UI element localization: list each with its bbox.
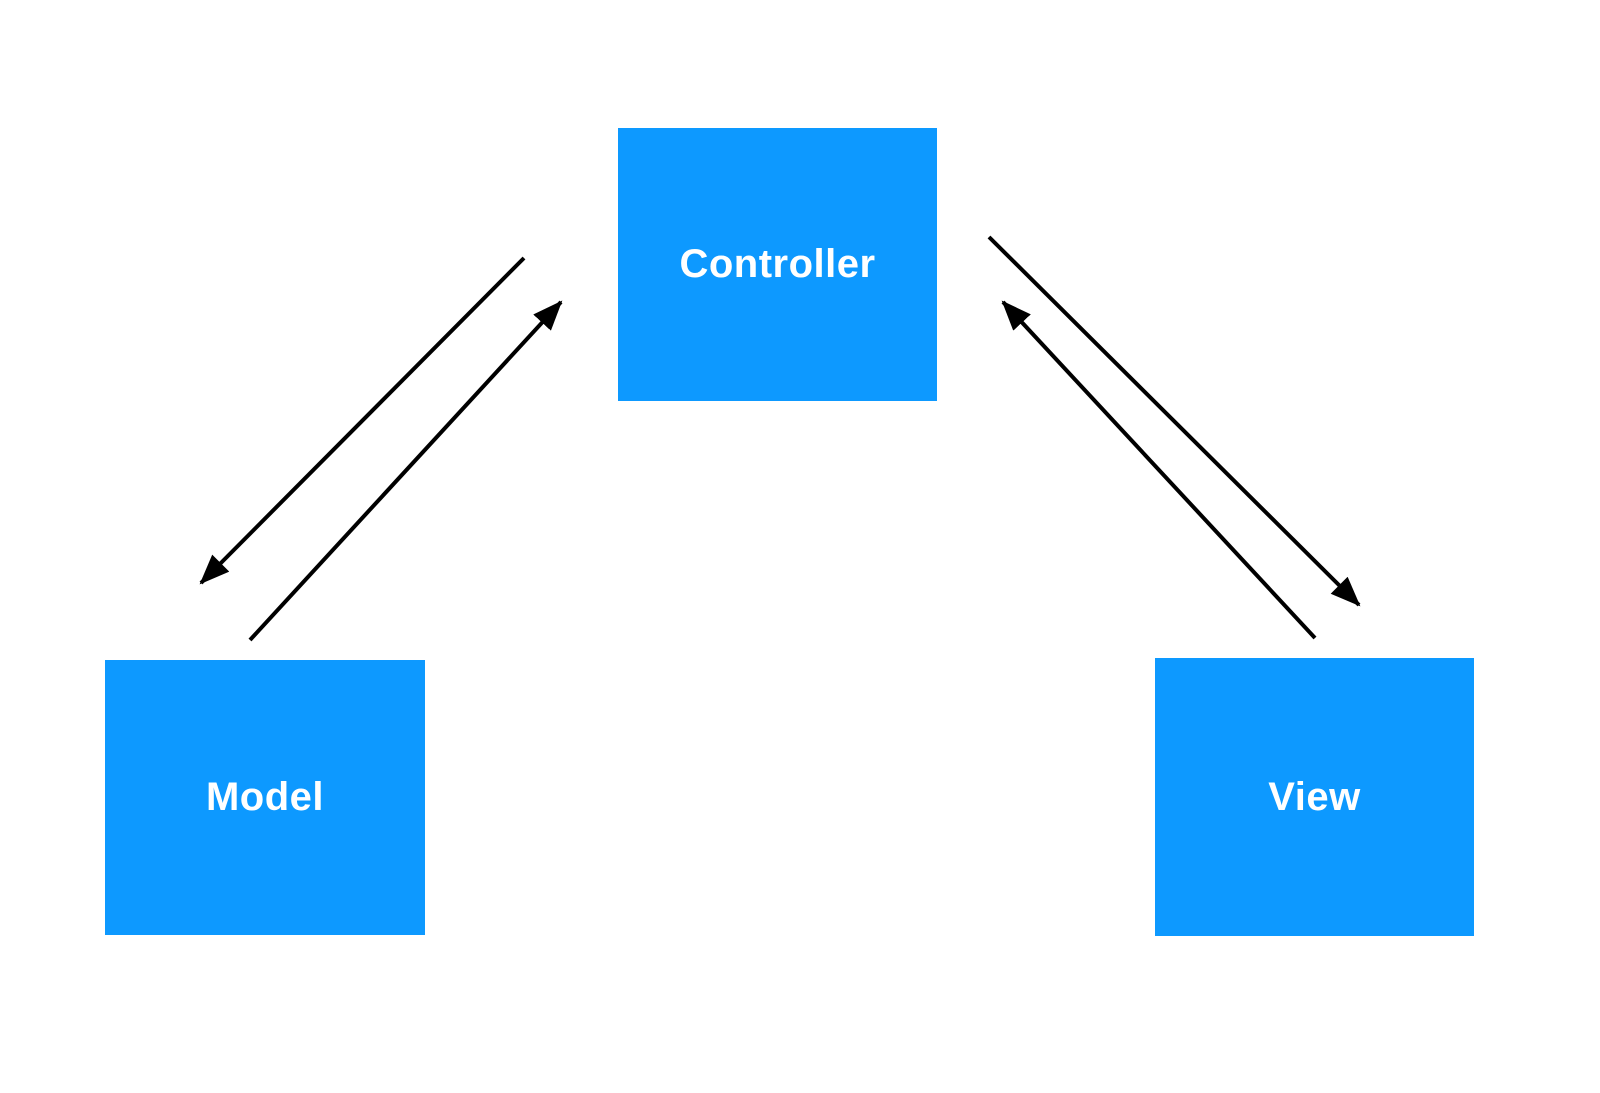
arrow-view-to-controller: [1001, 300, 1317, 640]
arrow-model-to-controller: [248, 300, 563, 642]
node-view-label: View: [1268, 774, 1361, 819]
arrow-controller-to-model: [199, 256, 526, 585]
node-view: View: [1155, 658, 1474, 936]
node-model: Model: [105, 660, 425, 935]
node-controller-label: Controller: [679, 242, 876, 286]
node-controller: Controller: [618, 128, 937, 401]
arrow-controller-to-view: [987, 235, 1361, 607]
node-model-label: Model: [205, 775, 325, 819]
